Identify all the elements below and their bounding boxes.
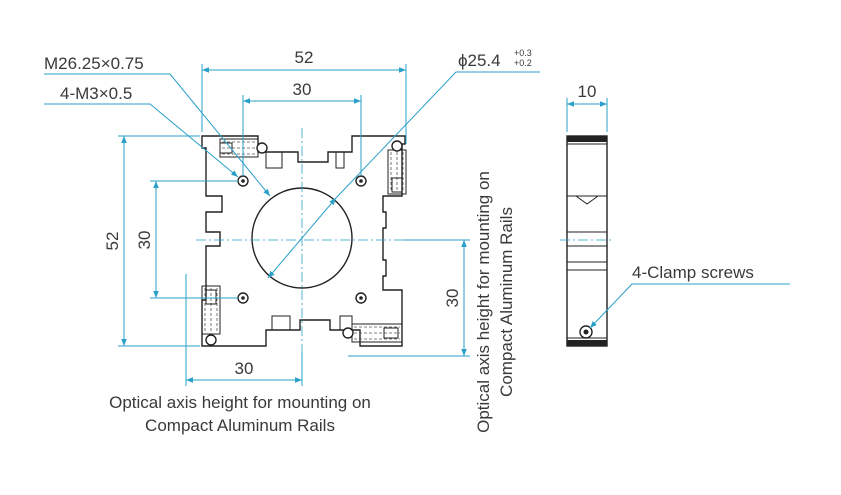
side-body bbox=[566, 135, 608, 347]
top-notch-left bbox=[265, 152, 283, 169]
label-m3-thread: 4-M3×0.5 bbox=[60, 84, 132, 103]
clamp-screw-right bbox=[387, 140, 407, 195]
label-right-30: 30 bbox=[443, 289, 462, 308]
m3-holes bbox=[237, 175, 367, 304]
label-left-52: 52 bbox=[103, 232, 122, 251]
label-tol-upper: +0.3 bbox=[514, 48, 532, 58]
label-tol-lower: +0.2 bbox=[514, 58, 532, 68]
bottom-notch-left bbox=[271, 315, 291, 330]
label-clamp-screws: 4-Clamp screws bbox=[632, 263, 754, 282]
bottom-notch-right bbox=[339, 315, 353, 330]
label-bottom-30: 30 bbox=[235, 359, 254, 378]
clamp-screw-left bbox=[201, 285, 221, 346]
label-side-10: 10 bbox=[578, 82, 597, 101]
label-optical-h-line1: Optical axis height for mounting on bbox=[109, 393, 371, 412]
side-view: 10 4-Clamp screws bbox=[560, 82, 790, 347]
diameter-leader bbox=[267, 197, 337, 279]
label-top-30: 30 bbox=[293, 80, 312, 99]
label-optical-v-line1: Optical axis height for mounting on bbox=[474, 171, 493, 433]
label-optical-h-line2: Compact Aluminum Rails bbox=[145, 416, 335, 435]
label-left-30: 30 bbox=[135, 231, 154, 250]
clamp-screw-bottom bbox=[342, 323, 403, 343]
label-diameter: ϕ25.4 bbox=[458, 51, 501, 70]
leader-clamp-screws bbox=[589, 283, 790, 329]
leader-m26 bbox=[44, 73, 271, 197]
label-top-52: 52 bbox=[295, 48, 314, 67]
label-m26-thread: M26.25×0.75 bbox=[44, 54, 144, 73]
front-view bbox=[196, 128, 470, 356]
leader-m3 bbox=[44, 103, 239, 178]
top-notch-right bbox=[335, 152, 345, 169]
front-dimensions: 52 30 M26.25×0.75 4-M3×0.5 ϕ25.4 +0.3 +0… bbox=[44, 48, 540, 435]
label-optical-v-line2: Compact Aluminum Rails bbox=[497, 207, 516, 397]
